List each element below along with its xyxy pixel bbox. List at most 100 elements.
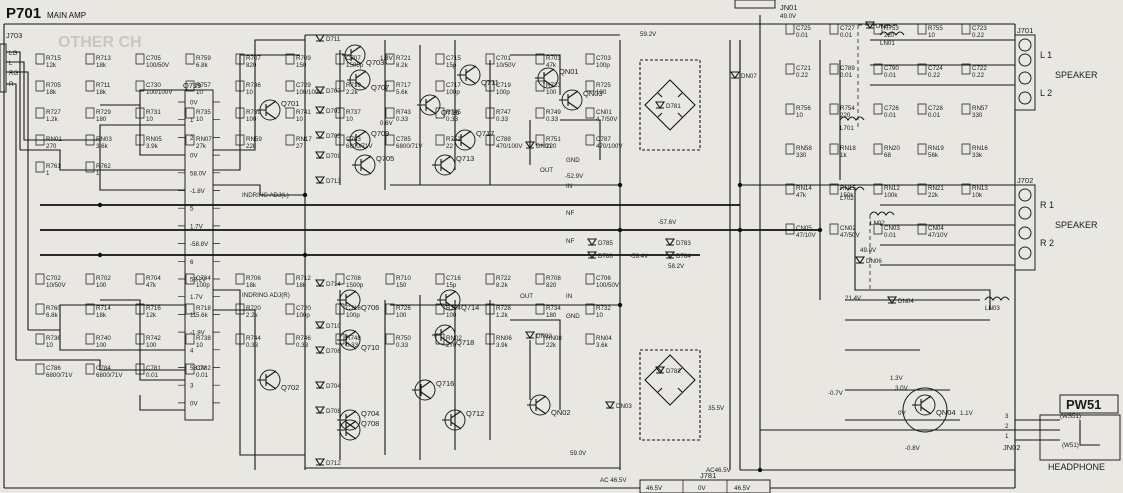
part-ref: CN05 — [796, 225, 812, 232]
diode-d708: D708 — [314, 406, 341, 415]
speaker-terminal-6 — [1018, 206, 1032, 220]
part-value: 180 — [96, 116, 107, 123]
diode-label: D708 — [326, 408, 341, 415]
part-ref: C719 — [496, 82, 511, 89]
diode-label: D707 — [326, 88, 341, 95]
part-value: 18k — [296, 282, 307, 289]
part-ref: C790 — [884, 65, 899, 72]
ic-pin-label: 58.2V — [190, 277, 207, 284]
part-value: 6800/71V — [46, 372, 73, 379]
diode-label: DN05 — [876, 23, 892, 30]
transistor-q711: Q711 — [457, 64, 499, 87]
voltage-label: 3.0V — [895, 385, 909, 392]
j702-label: J702 — [1017, 176, 1033, 185]
j781-label: J781 — [700, 471, 716, 480]
ic-pin-label: -1.8V — [190, 330, 206, 337]
part-ref: RN58 — [796, 145, 812, 152]
part-ref: C701 — [496, 55, 511, 62]
w51-label: (W51) — [1062, 442, 1079, 449]
part-ref: C783 — [346, 136, 361, 143]
diode-d784: D784 — [664, 251, 691, 260]
part-ref: R716 — [146, 305, 161, 312]
transistor-label: Q707 — [371, 83, 389, 92]
ac-in-r-label: AC46.5V — [706, 467, 732, 474]
j781-pin-3: 46.5V — [734, 485, 751, 492]
transistor-label: Q704 — [361, 409, 379, 418]
part-value: 100p — [596, 62, 610, 69]
part-value: 0.22 — [796, 72, 809, 79]
part-ref: R702 — [96, 275, 111, 282]
jn01-label: JN01 — [780, 3, 798, 12]
part-value: 10 — [928, 32, 935, 39]
part-ref: RN19 — [928, 145, 944, 152]
part-value: 22 — [446, 143, 453, 150]
jn02-pin-3: 3 — [1005, 413, 1009, 420]
transistor-label: Q713 — [456, 154, 474, 163]
part-ref: R754 — [840, 105, 855, 112]
part-ref: RN03 — [96, 136, 112, 143]
terminal-l1: L 1 — [1040, 50, 1052, 60]
part-ref: C708 — [346, 275, 361, 282]
transistor-q702: Q702 — [257, 369, 299, 392]
part-ref: R748 — [346, 335, 361, 342]
board-title: P701 — [6, 5, 41, 22]
part-ref: R743 — [396, 109, 411, 116]
qn04-circle — [902, 387, 948, 433]
part-value: 12k — [146, 312, 157, 319]
part-ref: R714 — [96, 305, 111, 312]
part-value: 15p — [446, 282, 457, 289]
net-label: IN — [566, 183, 572, 190]
part-value: 100 — [396, 312, 407, 319]
part-value: 100p — [196, 282, 210, 289]
ic-q719: Q719 0V120V58.0V-1.8V51.7V-58.8V658.2V1.… — [178, 81, 220, 421]
part-value: 330 — [972, 112, 983, 119]
part-value: 8.2k — [396, 62, 409, 69]
part-ref: C720 — [296, 305, 311, 312]
part-ref: R709 — [296, 55, 311, 62]
transistor-q710: Q710 — [337, 329, 379, 352]
voltage-label: -0.7V — [828, 390, 844, 397]
transistor-label: QN03 — [583, 89, 603, 98]
part-ref: C707 — [346, 55, 361, 62]
coil-label: LN02 — [870, 220, 885, 227]
part-value: 10 — [146, 116, 153, 123]
transistor-q713: Q713 — [432, 154, 474, 176]
diode-label: D706 — [326, 348, 341, 355]
transistor-label: Q703 — [366, 58, 384, 67]
part-ref: R712 — [296, 275, 311, 282]
part-value: 0.22 — [972, 32, 985, 39]
part-value: 10 — [46, 342, 53, 349]
part-ref: R732 — [596, 305, 611, 312]
part-ref: R738 — [196, 335, 211, 342]
coil-label: L701 — [840, 125, 854, 132]
part-ref: C789 — [840, 65, 855, 72]
voltage-label: 0V — [898, 410, 906, 417]
diode-d705: D705 — [314, 131, 341, 140]
part-value: 1.2k — [496, 312, 509, 319]
part-ref: R711 — [96, 82, 111, 89]
headphone-label: HEADPHONE — [1048, 462, 1105, 472]
